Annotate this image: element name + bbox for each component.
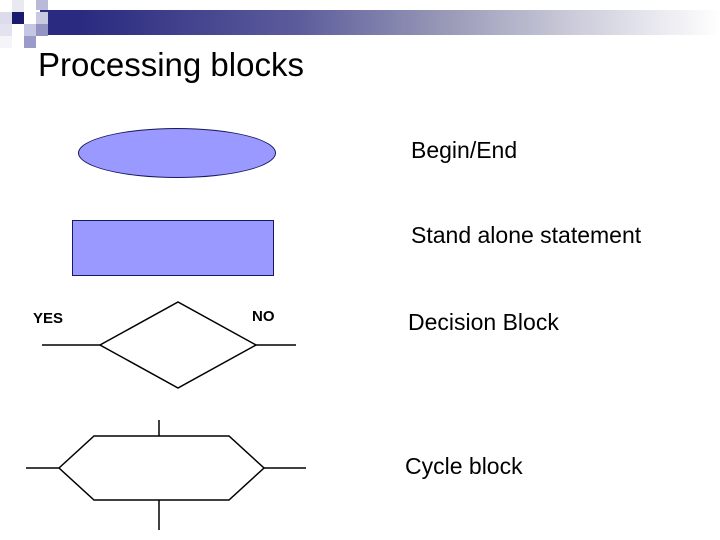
header-decoration (0, 0, 720, 48)
cycle-hexagon[interactable] (57, 435, 266, 501)
decor-square-14 (24, 36, 36, 48)
decision-diamond[interactable] (98, 301, 258, 389)
caption-stand-alone: Stand alone statement (411, 222, 642, 248)
decor-square-7 (36, 12, 48, 24)
shape-cycle-hexagon-group[interactable] (14, 408, 324, 533)
caption-begin-end: Begin/End (411, 137, 518, 163)
decision-no-label: NO (252, 308, 275, 325)
decor-square-9 (12, 24, 24, 36)
decor-square-12 (0, 36, 12, 48)
decor-square-3 (36, 0, 48, 10)
decor-square-2 (24, 0, 36, 10)
decor-square-4 (0, 12, 12, 24)
decor-square-0 (0, 0, 12, 12)
shape-decision-diamond-group[interactable] (30, 296, 310, 396)
decor-square-11 (36, 24, 48, 36)
header-gradient-bar (40, 10, 720, 35)
decor-square-15 (36, 36, 48, 48)
decision-yes-label: YES (33, 310, 64, 327)
decor-square-8 (0, 24, 12, 36)
decor-square-13 (12, 36, 24, 48)
shape-stand-alone-rectangle[interactable] (72, 220, 274, 276)
caption-decision: Decision Block (408, 309, 559, 335)
decor-square-5 (12, 12, 24, 24)
shape-begin-end-ellipse[interactable] (78, 128, 276, 178)
caption-cycle: Cycle block (405, 453, 523, 479)
decor-square-1 (12, 0, 24, 12)
decor-square-6 (24, 12, 36, 24)
page-title: Processing blocks (38, 46, 304, 83)
decor-square-10 (24, 24, 36, 36)
